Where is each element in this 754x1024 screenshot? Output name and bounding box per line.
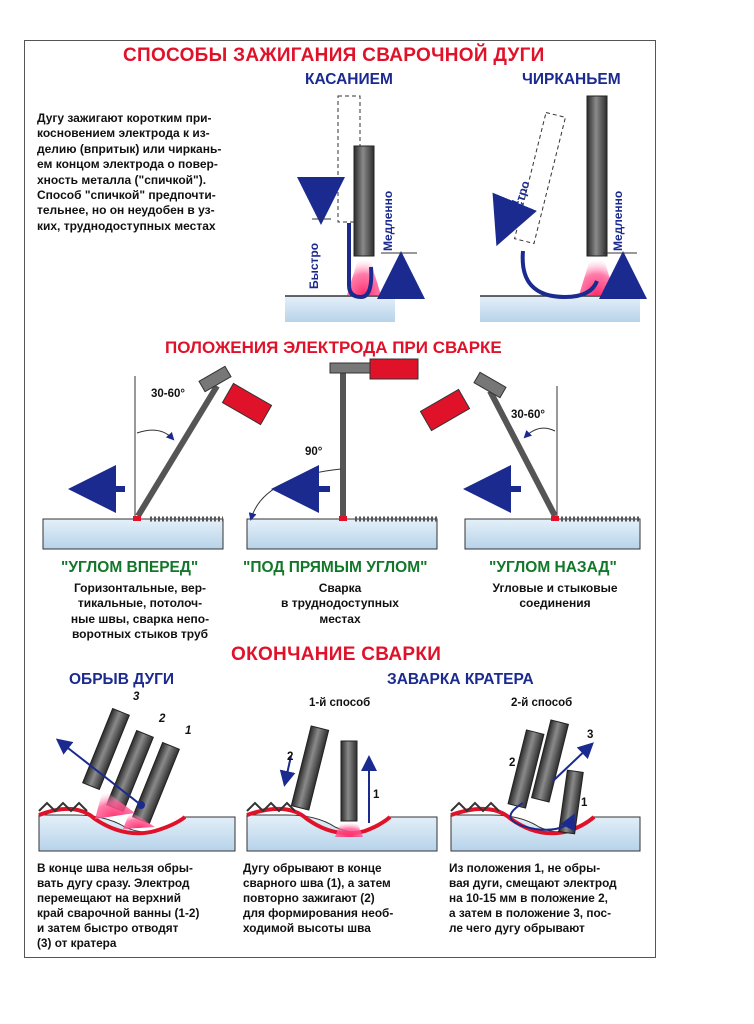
welding-poster: СПОСОБЫ ЗАЖИГАНИЯ СВАРОЧНОЙ ДУГИ КАСАНИЕ…	[24, 40, 656, 958]
forward-description: Горизонтальные, вер- тикальные, потолоч-…	[70, 581, 210, 642]
crater-method1-figure	[246, 725, 438, 852]
touch-title: КАСАНИЕМ	[305, 71, 393, 88]
diagram-artwork	[38, 95, 647, 852]
position-right-figure	[246, 358, 438, 550]
holder-right	[369, 358, 419, 380]
crater-title: ЗАВАРКА КРАТЕРА	[387, 671, 534, 688]
electrode-2	[586, 95, 608, 257]
main-title: СПОСОБЫ ЗАЖИГАНИЯ СВАРОЧНОЙ ДУГИ	[123, 45, 545, 66]
electrode-ghost-2	[513, 111, 567, 245]
position-forward-figure	[42, 365, 273, 550]
right-name: "ПОД ПРЯМЫМ УГЛОМ"	[243, 559, 428, 576]
base-plate	[285, 296, 395, 322]
num-3-break: 3	[133, 691, 140, 703]
num-2-m1: 2	[287, 751, 294, 763]
angle-back: 30-60°	[511, 409, 546, 421]
rod-forward	[135, 384, 220, 518]
arc-break-figure	[38, 707, 236, 852]
crater-m2-description: Из положения 1, не обры- вая дуги, смеща…	[449, 861, 617, 935]
method1-label: 1-й способ	[309, 697, 371, 709]
holder-forward	[221, 382, 273, 426]
back-name: "УГЛОМ НАЗАД"	[489, 559, 617, 576]
plate-back	[464, 518, 641, 550]
ignition-description: Дугу зажигают коротким при- косновением …	[37, 111, 222, 233]
num-3-m2: 3	[587, 729, 594, 741]
position-back-figure	[419, 371, 641, 550]
forward-name: "УГЛОМ ВПЕРЕД"	[61, 559, 199, 576]
ignition-touch-figure	[285, 95, 425, 322]
holder-back	[419, 388, 471, 432]
arc-flame	[347, 256, 381, 295]
label-fast-touch: Быстро	[307, 242, 321, 289]
angle-forward: 30-60°	[151, 388, 186, 400]
crater-method2-figure	[450, 719, 641, 852]
touch-path	[347, 223, 374, 300]
angle-right: 90°	[305, 446, 323, 458]
num-1-m2: 1	[581, 797, 588, 809]
base-plate-2	[480, 296, 640, 322]
num-2-break: 2	[159, 713, 166, 725]
label-slow-touch: Медленно	[381, 190, 395, 251]
right-description: Сварка в труднодоступных местах	[281, 581, 399, 626]
arc-break-description: В конце шва нельзя обры- вать дугу сразу…	[37, 861, 200, 950]
num-2-m2: 2	[509, 757, 516, 769]
arc-break-title: ОБРЫВ ДУГИ	[69, 671, 175, 688]
label-slow-strike: Медленно	[611, 190, 625, 251]
num-1-break: 1	[185, 725, 192, 737]
crater-m1-description: Дугу обрывают в конце сварного шва (1), …	[243, 861, 394, 935]
plate-right	[246, 518, 438, 550]
strike-title: ЧИРКАНЬЕМ	[522, 71, 621, 88]
ignition-strike-figure	[480, 95, 647, 322]
positions-title: ПОЛОЖЕНИЯ ЭЛЕКТРОДА ПРИ СВАРКЕ	[165, 338, 502, 357]
plate-forward	[42, 518, 224, 550]
rod-back	[487, 389, 558, 518]
finish-title: ОКОНЧАНИЕ СВАРКИ	[231, 644, 442, 665]
method2-label: 2-й способ	[511, 697, 573, 709]
num-1-m1: 1	[373, 789, 380, 801]
back-description: Угловые и стыковые соединения	[492, 581, 618, 611]
electrode	[353, 145, 375, 257]
strike-path	[520, 250, 599, 300]
